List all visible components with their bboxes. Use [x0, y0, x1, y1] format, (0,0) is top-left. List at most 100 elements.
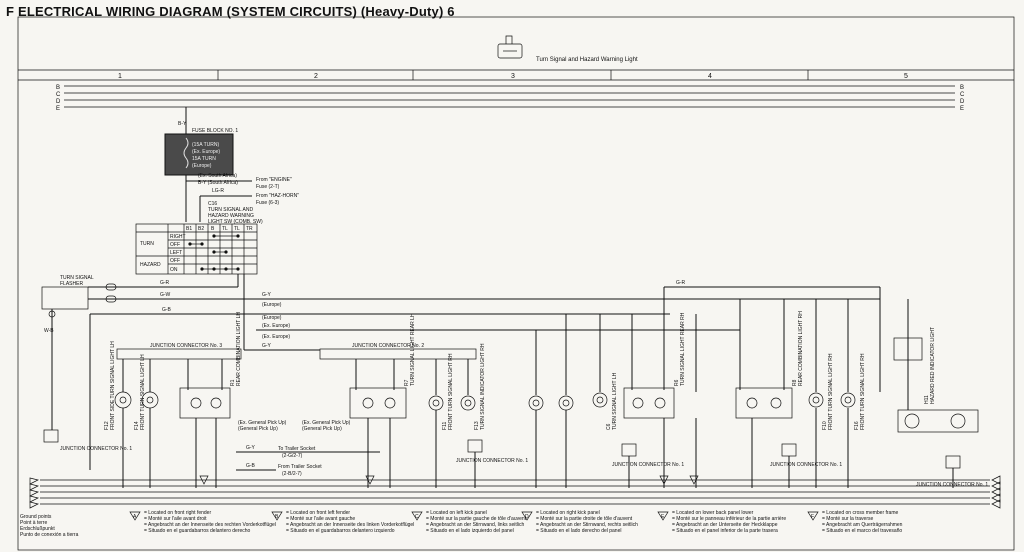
- legend-b: B = Located on front left fender = Monté…: [271, 510, 414, 534]
- wire-label-gw: G-W: [160, 292, 171, 298]
- pickup-note-b1: (Ex. General Pick Up): [302, 420, 351, 426]
- svg-text:= Located on lower back panel: = Located on lower back panel lower: [672, 510, 754, 516]
- bus-d-right: D: [960, 99, 965, 105]
- lamp-symbols: [114, 337, 979, 433]
- wire-label-wb-flasher: W-B: [44, 328, 54, 334]
- trailer-from-ref: (2-B/2-7): [282, 471, 302, 477]
- light-c6-name: TURN SIGNAL LIGHT LH: [612, 372, 618, 430]
- fuse-block-label: FUSE BLOCK NO. 1: [192, 128, 238, 134]
- flasher-label-2: FLASHER: [60, 281, 83, 287]
- ground-buses: [40, 479, 990, 505]
- svg-text:= Angebracht an der Innenseite: = Angebracht an der Innenseite des linke…: [286, 522, 414, 528]
- bus-b-left: B: [56, 85, 60, 91]
- svg-text:= Monté sur l'aile avant gauch: = Monté sur l'aile avant gauche: [286, 516, 355, 522]
- ground-triangles-right: [991, 475, 1001, 509]
- svg-text:= Situado en el guardabarros d: = Situado en el guardabarros delantero d…: [144, 528, 251, 534]
- legend-e: E = Located on lower back panel lower = …: [657, 510, 786, 534]
- jc3-label: JUNCTION CONNECTOR No. 3: [150, 343, 222, 349]
- wire-label-gy-trailer: G-Y: [246, 445, 256, 451]
- fuse-note-2: B-Y (South Africa): [198, 180, 238, 186]
- bus-d-left: D: [56, 99, 61, 105]
- junction-connector-2: [319, 348, 477, 360]
- svg-text:= Situado en el lado derecho d: = Situado en el lado derecho del panel: [536, 528, 621, 534]
- diagram-frame: [17, 16, 1015, 551]
- light-r1-code: R1: [230, 379, 236, 386]
- trailer-to: To Trailer Socket: [278, 446, 316, 452]
- light-r8-name: REAR COMBINATION LIGHT RH: [798, 311, 804, 386]
- light-h11-name: HAZARD RED INDICATOR LIGHT: [930, 327, 936, 404]
- note-ex-europe-1: (Ex. Europe): [262, 323, 290, 329]
- column-3: 3: [511, 73, 515, 80]
- fuse-label-a: (15A TURN): [192, 142, 219, 148]
- fuse-note-1: (Ex. South Africa): [198, 173, 237, 179]
- switch-pos-off-2: OFF: [170, 258, 180, 264]
- from-horn: From "HAZ-HORN": [256, 193, 299, 199]
- light-r1-name: REAR COMBINATION LIGHT LH: [236, 312, 242, 386]
- wire-label-gy-2: G-Y: [262, 343, 272, 349]
- svg-text:= Angebracht am Querträgerrahm: = Angebracht am Querträgerrahmen: [822, 522, 903, 528]
- svg-text:= Angebracht an der Innenseite: = Angebracht an der Innenseite des recht…: [144, 522, 276, 528]
- light-f10-code: F10: [822, 421, 828, 430]
- hazard-switch-icon: [497, 35, 523, 59]
- legend-f: F = Located on cross member frame = Mont…: [807, 510, 903, 534]
- fuse-block-15a-turn: [164, 133, 234, 176]
- svg-text:= Angebracht an der Stirnwand,: = Angebracht an der Stirnwand, rechts se…: [536, 522, 638, 528]
- power-buses: [64, 85, 955, 108]
- junction-connector-1e: [945, 455, 961, 469]
- switch-group-turn: TURN: [140, 241, 154, 247]
- switch-pos-off: OFF: [170, 242, 180, 248]
- legend-a: A = Located on front right fender = Mont…: [129, 510, 276, 534]
- system-name: Turn Signal and Hazard Warning Light: [536, 57, 638, 63]
- horn-fuse: Fuse (6-3): [256, 200, 279, 206]
- svg-text:= Situado en el panel inferior: = Situado en el panel inferior de la par…: [672, 528, 778, 534]
- bus-e-right: E: [960, 106, 964, 112]
- light-f11-name: FRONT TURN SIGNAL LIGHT RH: [448, 353, 454, 430]
- turn-signal-flasher: [41, 286, 89, 310]
- switch-name-2: HAZARD WARNING: [208, 213, 254, 219]
- jc1-label-c: JUNCTION CONNECTOR No. 1: [612, 462, 684, 468]
- switch-terminal-2: B2: [198, 226, 204, 232]
- svg-text:= Monté sur la traverse: = Monté sur la traverse: [822, 516, 873, 522]
- ground-triangles-left: [29, 477, 40, 509]
- light-r7-name: TURN SIGNAL LIGHT REAR LH: [410, 313, 416, 386]
- switch-pos-right: RIGHT: [170, 234, 186, 240]
- junction-connector-1b: [467, 439, 483, 453]
- light-f13-code: F13: [474, 421, 480, 430]
- light-h11-code: H11: [924, 395, 930, 404]
- pickup-note-a2: (General Pick Up): [238, 426, 278, 432]
- svg-text:A: A: [133, 514, 137, 520]
- junction-connector-1a: [43, 429, 59, 443]
- pickup-note-b2: (General Pick Up): [302, 426, 342, 432]
- column-5: 5: [904, 73, 908, 80]
- light-f12-code: F12: [104, 421, 110, 430]
- switch-name-1: TURN SIGNAL AND: [208, 207, 253, 213]
- from-engine: From "ENGINE": [256, 177, 292, 183]
- svg-text:= Situado en el marco del trav: = Situado en el marco del travesaño: [822, 528, 902, 534]
- svg-text:= Located on front right fende: = Located on front right fender: [144, 510, 211, 516]
- trailer-to-ref: (2-G/2-7): [282, 453, 303, 459]
- switch-terminal-4: TL: [222, 226, 228, 232]
- light-f14-name: FRONT TURN SIGNAL LIGHT LH: [140, 354, 146, 430]
- svg-text:= Angebracht an der Stirnwand,: = Angebracht an der Stirnwand, links sei…: [426, 522, 524, 528]
- switch-group-hazard: HAZARD: [140, 262, 161, 268]
- jc1-label-a: JUNCTION CONNECTOR No. 1: [60, 446, 132, 452]
- svg-text:= Located on front left fender: = Located on front left fender: [286, 510, 350, 516]
- bus-c-left: C: [56, 92, 61, 98]
- pickup-note-a1: (Ex. General Pick Up): [238, 420, 287, 426]
- svg-text:= Situado en el guardabarros d: = Situado en el guardabarros delantero i…: [286, 528, 395, 534]
- page-title: F ELECTRICAL WIRING DIAGRAM (SYSTEM CIRC…: [6, 4, 455, 19]
- junction-connector-1d: [781, 443, 797, 457]
- light-f13-name: TURN SIGNAL INDICATOR LIGHT RH: [480, 343, 486, 430]
- flasher-label-1: TURN SIGNAL: [60, 275, 94, 281]
- note-europe-2: (Europe): [262, 315, 282, 321]
- light-r6-code: R6: [674, 379, 680, 386]
- wire-label-by: B-Y: [178, 121, 187, 127]
- trailer-from: From Trailer Socket: [278, 464, 322, 470]
- wire-label-gb-main: G-B: [162, 307, 172, 313]
- light-f16-name: FRONT TURN SIGNAL LIGHT RH: [860, 353, 866, 430]
- switch-pos-on: ON: [170, 267, 178, 273]
- column-1: 1: [118, 73, 122, 80]
- ground-label-3: Erdschlußpunkt: [20, 526, 55, 532]
- switch-code: C16: [208, 201, 217, 207]
- switch-terminal-3: B: [211, 226, 215, 232]
